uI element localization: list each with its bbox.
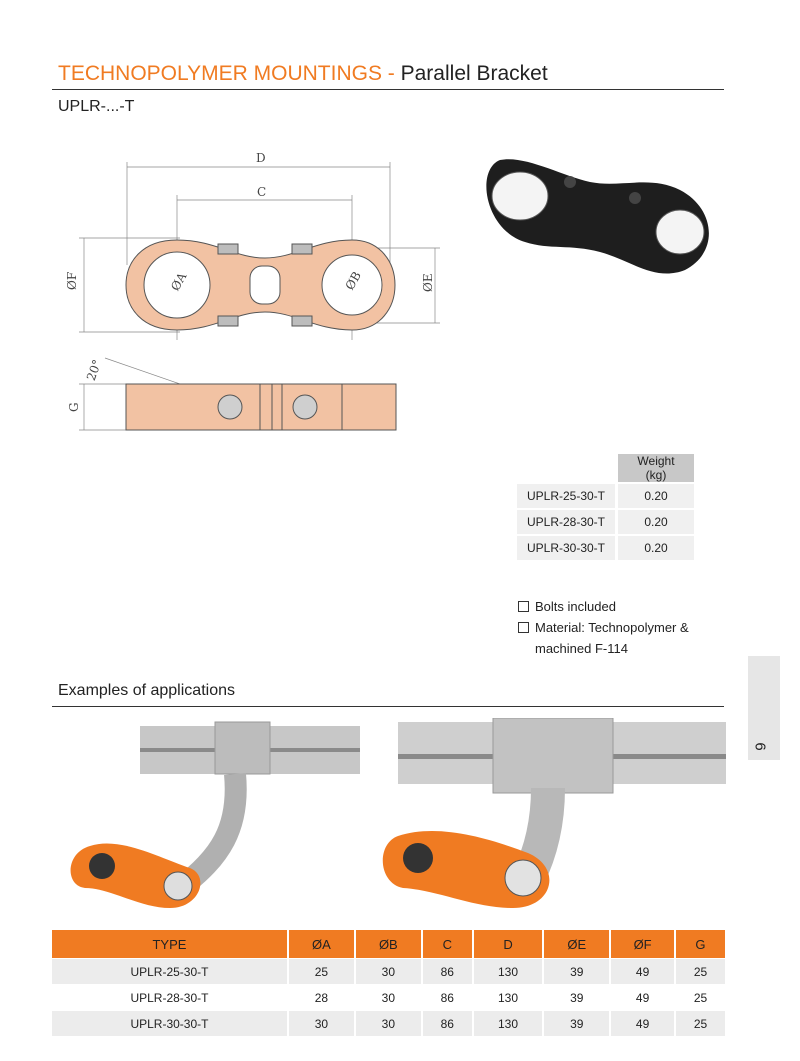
dim-label-d: D [256,151,266,165]
dim-label-e: ØE [421,273,435,292]
product-code: UPLR-...-T [58,98,135,115]
chapter-tab: 6 [748,656,780,760]
dim-label-f: ØF [65,272,79,290]
examples-rule [52,706,724,707]
checkbox-icon [518,601,529,612]
weight-header: Weight (kg) [615,454,694,482]
table-row: UPLR-25-30-T 0.20 [517,484,694,508]
dim-label-angle: 20° [84,358,104,383]
chapter-number: 6 [751,742,769,751]
table-row: UPLR-28-30-T 0.20 [517,510,694,534]
table-header-row: TYPE ØA ØB C D ØE ØF G [52,930,725,958]
dim-label-g: G [67,402,81,412]
spec-table: TYPE ØA ØB C D ØE ØF G UPLR-25-30-T 25 3… [52,930,725,1036]
table-row: UPLR-30-30-T 0.20 [517,536,694,560]
page-title: TECHNOPOLYMER MOUNTINGS - Parallel Brack… [58,62,548,86]
checkbox-icon [518,622,529,633]
table-row: UPLR-25-30-T 25 30 86 130 39 49 25 [52,958,725,984]
bracket-product-image [486,159,709,274]
application-image-2 [382,718,726,908]
title-rule [52,89,724,90]
list-item: Material: Technopolymer & [518,617,689,638]
title-category: TECHNOPOLYMER MOUNTINGS - [58,62,401,85]
weight-table: Weight (kg) UPLR-25-30-T 0.20 UPLR-28-30… [517,452,694,562]
dim-label-c: C [257,185,266,199]
table-row: UPLR-30-30-T 30 30 86 130 39 49 25 [52,1010,725,1036]
application-image-1 [70,721,360,908]
table-row: UPLR-28-30-T 28 30 86 130 39 49 25 [52,984,725,1010]
title-product: Parallel Bracket [400,62,548,85]
feature-list: Bolts included Material: Technopolymer &… [518,596,689,659]
list-item: Bolts included [518,596,689,617]
technical-drawing: D C ØF ØE ØA ØB G 20° [65,151,440,431]
examples-heading: Examples of applications [58,682,235,699]
